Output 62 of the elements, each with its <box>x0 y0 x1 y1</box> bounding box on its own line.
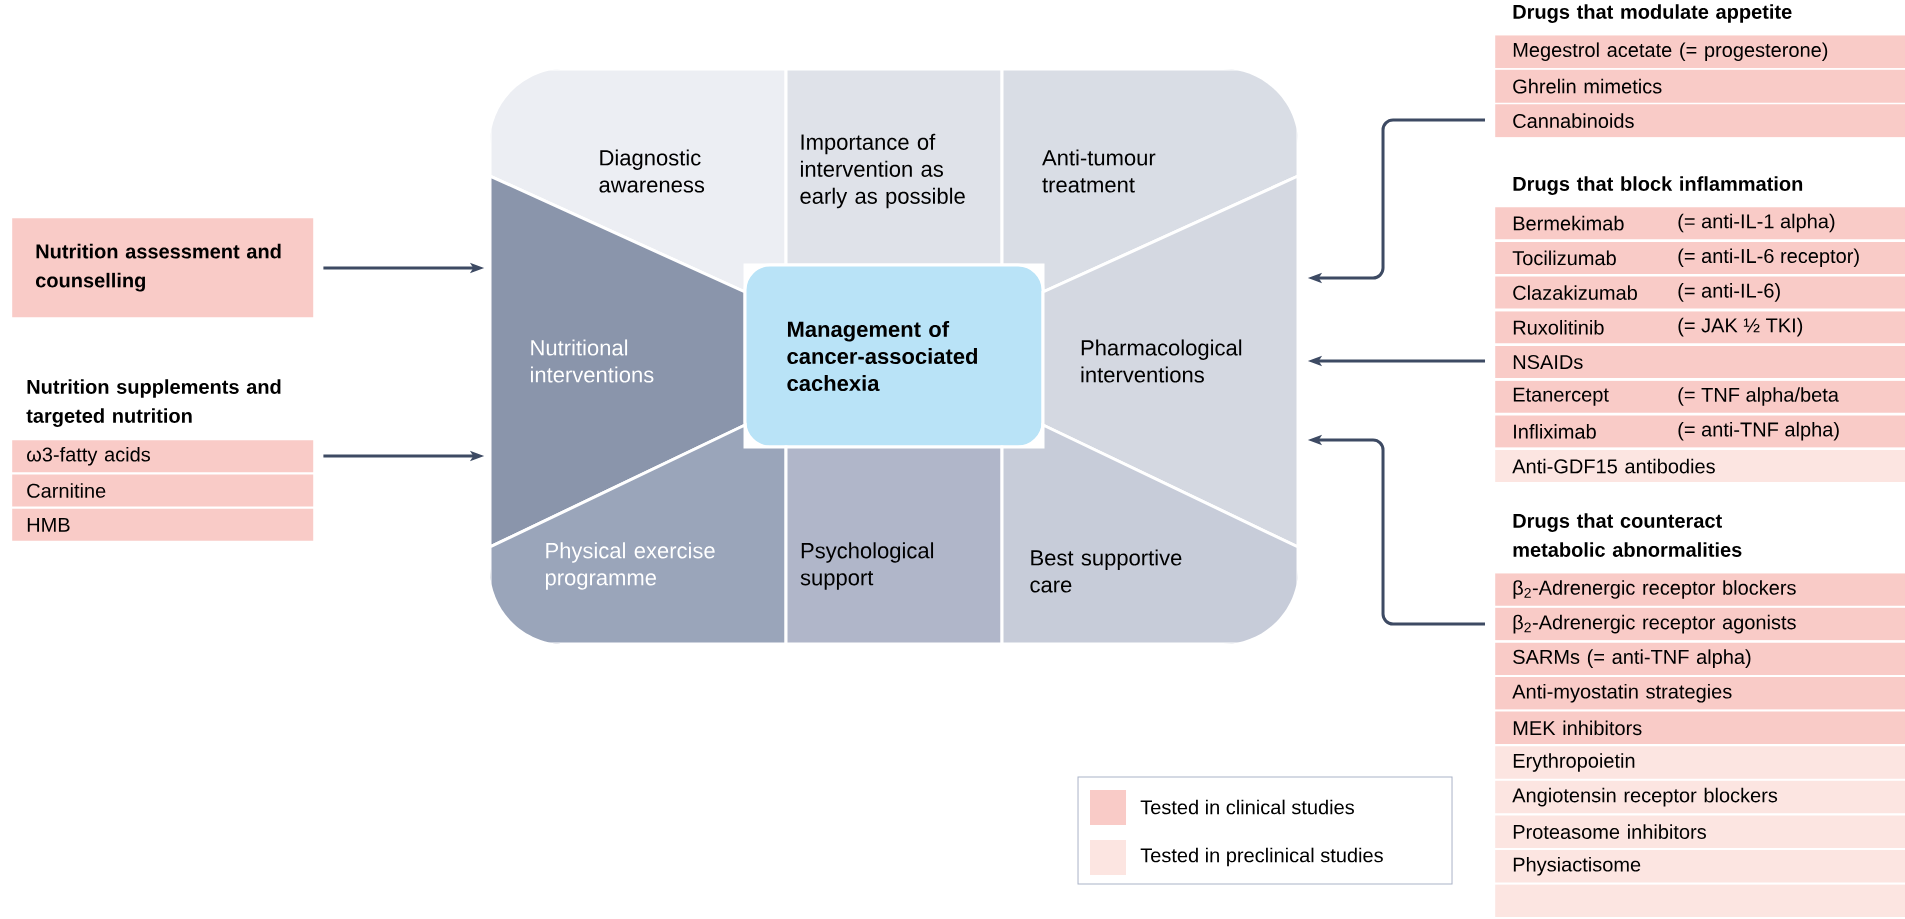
node-label: Proteasome inhibitors <box>1513 824 1706 839</box>
node-label: ω3-fatty acids <box>27 446 151 466</box>
table-row: Proteasome inhibitors <box>1495 815 1905 848</box>
table-row: SARMs (= anti-TNF alpha) <box>1495 642 1905 675</box>
segment: Physical exercise programme <box>490 422 788 644</box>
table-row: ω3-fatty acids <box>12 440 314 473</box>
node-label: Erythropoietin <box>1513 753 1635 772</box>
table-row <box>1495 884 1905 918</box>
node-label: Cannabinoids <box>1513 113 1634 129</box>
segment: Anti-tumour treatment <box>1000 69 1298 295</box>
segment: Diagnostic awareness <box>490 69 788 295</box>
list-heading: Drugs that counteract metabolic abnormalities <box>1513 513 1742 557</box>
table-row: Megestrol acetate (= progesterone) <box>1495 35 1905 69</box>
node-label: Etanercept <box>1513 387 1609 406</box>
center-box: Management of cancer-associated cachexia <box>743 263 1045 449</box>
legend-label: Tested in clinical studies <box>1140 799 1354 815</box>
segment: Best supportive care <box>1000 422 1298 644</box>
node-label: Ghrelin mimetics <box>1513 78 1662 94</box>
node-label: Megestrol acetate (= progesterone) <box>1513 42 1828 62</box>
node-label: β$_{2}$-Adrenergic receptor agonists <box>1513 614 1796 634</box>
node-label: (= anti-IL-6) <box>1678 283 1780 302</box>
list-heading: Nutrition supplements and targeted nutrition <box>26 379 281 427</box>
table-row: Angiotensin receptor blockers <box>1495 780 1905 814</box>
table-row: Etanercept (= TNF alpha/beta <box>1495 380 1905 413</box>
table-row: Physiactisome <box>1495 850 1905 883</box>
text-box: Nutrition assessment and counselling <box>12 218 314 318</box>
node-label: SARMs (= anti-TNF alpha) <box>1513 649 1751 668</box>
list-heading: Drugs that modulate appetite <box>1513 4 1792 23</box>
table-row: Carnitine <box>12 474 314 507</box>
table-row: Bermekimab (= anti-IL-1 alpha) <box>1495 207 1905 240</box>
legend-label: Tested in preclinical studies <box>1140 847 1383 867</box>
table-row: MEK inhibitors <box>1495 711 1905 745</box>
table-row: Erythropoietin <box>1495 746 1905 779</box>
table-row: HMB <box>12 508 314 541</box>
table-row: Anti-myostatin strategies <box>1495 677 1905 710</box>
table-row: Infliximab (= anti-TNF alpha) <box>1495 415 1905 448</box>
table-row: NSAIDs <box>1495 346 1905 378</box>
node-label: (= JAK ½ TKI) <box>1678 317 1803 337</box>
node-label: HMB <box>27 517 70 532</box>
node-label: MEK inhibitors <box>1513 720 1642 736</box>
table-row: Clazakizumab (= anti-IL-6) <box>1495 276 1905 309</box>
list-heading: Drugs that block inflammation <box>1513 176 1803 195</box>
table-row: Tocilizumab (= anti-IL-6 receptor) <box>1495 241 1905 274</box>
node-label: Bermekimab <box>1513 215 1624 231</box>
node-label: Carnitine <box>27 483 106 498</box>
node-label: Clazakizumab <box>1513 285 1637 300</box>
node-label: (= TNF alpha/beta <box>1678 387 1839 406</box>
table-row: Cannabinoids <box>1495 104 1905 138</box>
segment: Importance of intervention as early as possible <box>784 69 1004 267</box>
node-label: β$_{2}$-Adrenergic receptor blockers <box>1513 580 1796 599</box>
table-row: β$_{2}$-Adrenergic receptor agonists <box>1495 607 1905 641</box>
segment: Psychological support <box>784 445 1004 644</box>
node-label: (= anti-IL-1 alpha) <box>1678 213 1835 233</box>
node-label: Angiotensin receptor blockers <box>1512 787 1778 807</box>
table-row: Ghrelin mimetics <box>1495 69 1905 103</box>
node-label: Physiactisome <box>1513 856 1641 876</box>
table-row: β$_{2}$-Adrenergic receptor blockers <box>1495 573 1905 606</box>
node-label: Anti-myostatin strategies <box>1512 683 1732 703</box>
table-row: Anti-GDF15 antibodies <box>1495 450 1905 483</box>
node-label: Pharmacological interventions <box>1081 339 1242 383</box>
table-row: Ruxolitinib (= JAK ½ TKI) <box>1495 311 1905 344</box>
node-label: Ruxolitinib <box>1513 319 1604 335</box>
